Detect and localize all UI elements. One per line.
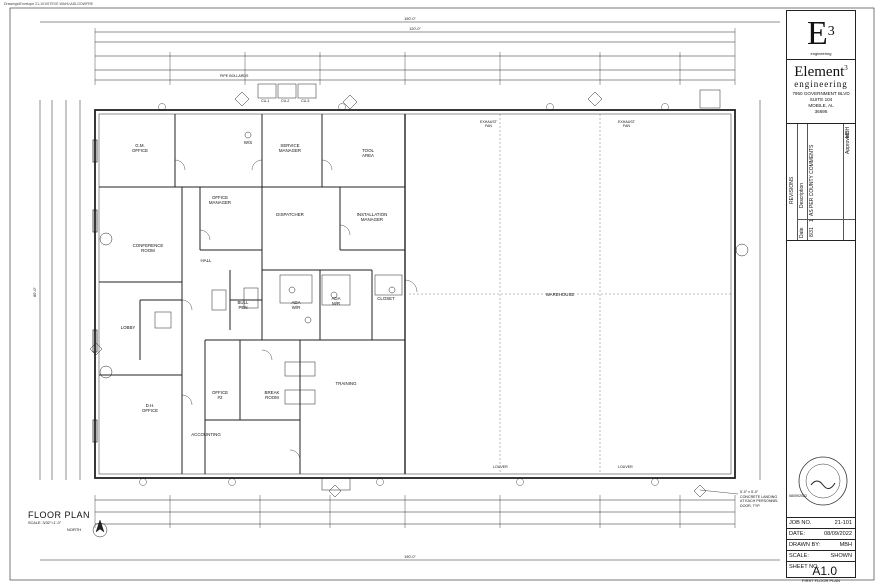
landing-note: 5'-0" x 5'-0" CONCRETE LANDING AT EACH P… xyxy=(740,490,779,508)
room-closet: CLOSET xyxy=(377,296,395,301)
title-block: E3 engineering Element3 engineering 7950… xyxy=(786,10,856,583)
date-label: DATE: xyxy=(789,531,806,537)
cu1-tag: CU-1 xyxy=(261,99,270,103)
room-conference: CONFERENCE ROOM xyxy=(132,243,164,253)
scale-value: SHOWN xyxy=(830,553,852,559)
room-break: BREAK ROOM xyxy=(264,390,280,400)
revisions-label: REVISIONS xyxy=(789,176,795,204)
job-no-label: JOB NO. xyxy=(789,520,812,526)
louver-2-tag: LOUVER xyxy=(618,465,633,469)
seal-date: 08/09/2022 xyxy=(789,494,807,498)
rev-row-description: AS PER COUNTY COMMENTS xyxy=(809,144,815,216)
room-tool-area: TOOL AREA xyxy=(362,148,374,158)
pipe-bollards-tag: PIPE BOLLARDS xyxy=(220,74,249,78)
sheet-caption: FIRST FLOOR PLAN xyxy=(802,578,840,583)
room-ws: W/S xyxy=(243,140,253,145)
e3-logo: E3 engineering xyxy=(787,11,855,60)
room-warehouse: WAREHOUSE xyxy=(545,292,575,297)
file-path-header: Drawings\Envelope 21-101\STEVE WAHL\ADLG… xyxy=(4,2,93,6)
room-office-2: OFFICE #2 xyxy=(211,390,229,400)
room-bull-pen: BULL PEN xyxy=(237,300,249,310)
exhaust-fan-2-tag: EXHAUST FAN xyxy=(618,120,635,128)
engineer-seal-icon xyxy=(798,456,848,506)
logo-sub: engineering xyxy=(810,51,832,56)
room-hall: HALL xyxy=(200,258,212,263)
room-dh-office: D.H. OFFICE xyxy=(141,403,159,413)
room-office-manager: OFFICE MANAGER xyxy=(208,195,232,205)
logo-main: E xyxy=(807,15,828,52)
cu3-tag: CU-3 xyxy=(301,99,310,103)
louver-1-tag: LOUVER xyxy=(493,465,508,469)
sheet-no-value: A1.0 xyxy=(812,564,837,578)
date-value: 08/09/2022 xyxy=(824,531,852,537)
room-service-manager: SERVICE MANAGER xyxy=(278,143,302,153)
firm-name: Element xyxy=(794,64,845,80)
overall-dimension-bottom: 190'-0" xyxy=(404,555,416,559)
address-line-1: 7950 GOVERNMENT BLVD xyxy=(792,91,850,96)
drawn-by-label: DRAWN BY: xyxy=(789,542,821,548)
address-line-4: 36695 xyxy=(814,109,828,114)
job-no-value: 21-101 xyxy=(834,520,852,526)
firm-sub: engineering xyxy=(794,79,848,89)
scale-label: SCALE: xyxy=(789,553,809,559)
room-lobby: LOBBY xyxy=(120,325,136,330)
room-dispatcher: DISPATCHER xyxy=(276,212,304,217)
revisions-table: REVISIONS Date Description Approved 8/31… xyxy=(787,123,855,241)
drawn-by-value: MBH xyxy=(839,542,852,548)
firm-block: Element3 engineering 7950 GOVERNMENT BLV… xyxy=(787,61,855,115)
overall-dimension-left: 80'-0" xyxy=(32,287,37,297)
job-info: JOB NO. 21-101 DATE: 08/09/2022 DRAWN BY: M… xyxy=(787,517,855,584)
room-accounting: ACCOUNTING xyxy=(191,432,221,437)
sheet-no-label: SHEET NO. xyxy=(789,564,820,570)
room-gm-office: G.M. OFFICE xyxy=(131,143,149,153)
room-installation-manager: INSTALLATION MANAGER xyxy=(356,212,388,222)
north-label: NORTH xyxy=(67,527,82,532)
floor-plan-scale: SCALE: 3/32"=1'-0" xyxy=(28,521,62,525)
logo-sup: 3 xyxy=(827,24,835,39)
overall-dimension-top: 190'-0" xyxy=(404,17,416,21)
address-line-3: MOBILE, AL xyxy=(808,103,834,108)
rev-header-description: Description xyxy=(799,182,805,208)
rev-row-no: 1 xyxy=(809,219,815,222)
room-ada-wr: ADA W/R xyxy=(291,300,301,310)
address-line-2: SUITE 104 xyxy=(809,97,833,102)
rev-header-date: Date xyxy=(799,227,805,238)
rev-row-date: 8/31 xyxy=(809,227,815,237)
exhaust-fan-1-tag: EXHAUST FAN xyxy=(480,120,497,128)
rev-row-approved: MBH xyxy=(845,126,851,138)
room-training: TRAINING xyxy=(335,381,357,386)
overall-dimension-second: 120'-0" xyxy=(409,27,421,31)
room-ada-mr: ADA M/R xyxy=(331,296,341,306)
floor-plan-title: FLOOR PLAN xyxy=(28,510,91,520)
firm-sup: 3 xyxy=(844,64,848,72)
cu2-tag: CU-2 xyxy=(281,99,290,103)
